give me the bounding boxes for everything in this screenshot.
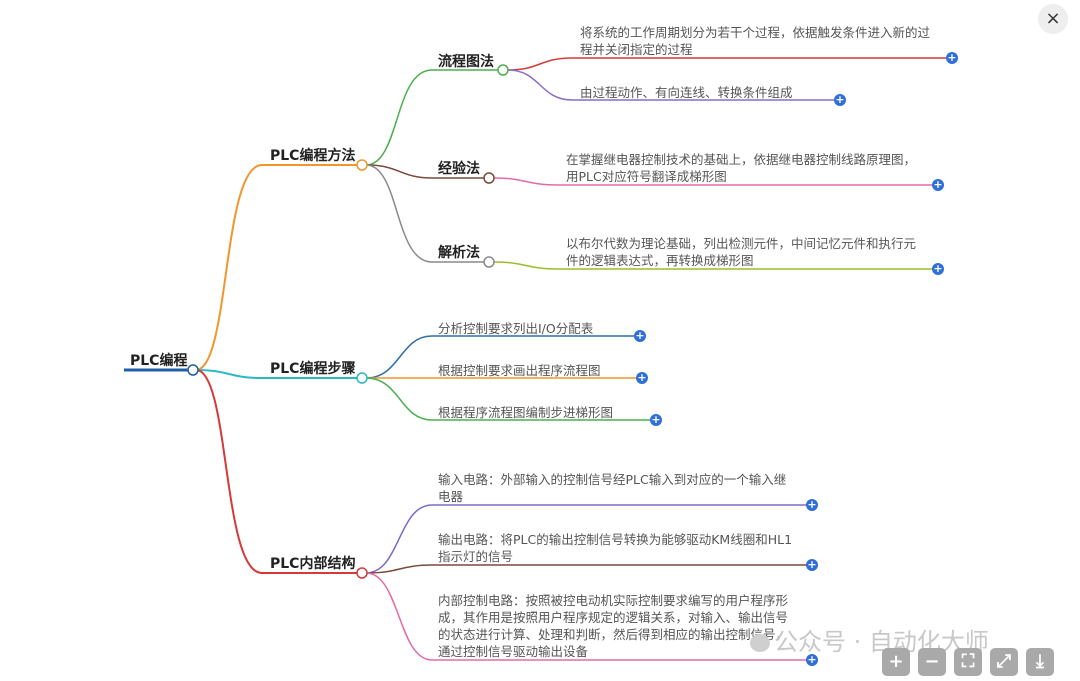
leaf-flowchart-desc: 将系统的工作周期划分为若干个过程，依据触发条件进入新的过程并关闭指定的过程 [580,25,931,57]
edge-methods-flowchart [365,69,502,166]
leaf-structure-input: 输入电路：外部输入的控制信号经PLC输入到对应的一个输入继电器 [438,472,787,504]
joint-structure [356,567,368,579]
close-icon: × [1045,8,1061,29]
edge-experience-leaf1 [493,177,934,186]
expand-analytic-leaf-button[interactable]: + [932,262,944,275]
joint-flowchart [497,64,509,76]
expand-structure-output-button[interactable]: + [806,558,818,571]
watermark-text: 公众号 · 自动化大师 [774,628,989,656]
zoom-toolbar: + − ⛶ ⤢ ⤓ [882,648,1054,678]
edge-analytic-leaf1 [493,261,934,270]
edge-structure-leaf1 [365,504,808,574]
zoom-in-button[interactable]: + [882,648,910,676]
node-flowchart-method[interactable]: 流程图法 [438,54,494,70]
edge-steps-leaf1 [365,335,636,379]
fullscreen-button[interactable]: ⤢ [990,648,1018,676]
leaf-structure-output: 输出电路：将PLC的输出控制信号转换为能够驱动KM线圈和HL1指示灯的信号 [438,532,793,564]
edge-root-structure [195,369,360,574]
download-icon: ⤓ [1036,651,1044,672]
branch-plc-methods[interactable]: PLC编程方法 [270,148,356,164]
plus-icon: + [888,651,904,672]
joint-experience [483,172,495,184]
edge-flowchart-leaf2 [507,69,834,101]
edge-root-methods [195,164,360,371]
leaf-step-flowchart: 根据控制要求画出程序流程图 [438,363,601,378]
node-experience-method[interactable]: 经验法 [438,161,480,177]
expand-step-flowchart-button[interactable]: + [636,371,648,384]
wechat-logo-icon [750,634,770,652]
edge-structure-leaf2 [365,564,808,574]
edge-methods-experience [365,164,488,179]
expand-flowchart-leaf1-button[interactable]: + [946,51,958,64]
close-button[interactable]: × [1038,4,1068,34]
fit-view-button[interactable]: ⛶ [954,648,982,676]
leaf-step-io: 分析控制要求列出I/O分配表 [438,321,594,336]
root-node[interactable]: PLC编程 [130,353,188,369]
edge-root-steps [195,369,360,379]
expand-experience-leaf-button[interactable]: + [932,178,944,191]
expand-structure-internal-button[interactable]: + [806,653,818,666]
edge-structure-leaf3 [365,572,808,661]
node-analytic-method[interactable]: 解析法 [438,245,480,261]
leaf-flowchart-composition: 由过程动作、有向连线、转换条件组成 [580,85,793,100]
leaf-experience-desc: 在掌握继电器控制技术的基础上，依据继电器控制线路原理图，用PLC对应符号翻译成梯… [566,152,917,184]
download-button[interactable]: ⤓ [1026,648,1054,676]
edge-methods-analytic [365,164,488,263]
fit-screen-icon: ⛶ [961,651,975,672]
expand-flowchart-leaf2-button[interactable]: + [834,93,846,106]
branch-plc-structure[interactable]: PLC内部结构 [270,556,356,572]
joint-methods [356,159,368,171]
joint-analytic [483,256,495,268]
watermark: 公众号 · 自动化大师 [750,622,989,657]
expand-step-ladder-button[interactable]: + [650,413,662,426]
expand-step-io-button[interactable]: + [634,329,646,342]
leaf-step-ladder: 根据程序流程图编制步进梯形图 [438,405,614,420]
zoom-out-button[interactable]: − [918,648,946,676]
expand-structure-input-button[interactable]: + [806,498,818,511]
leaf-analytic-desc: 以布尔代数为理论基础，列出检测元件，中间记忆元件和执行元件的逻辑表达式，再转换成… [566,236,917,268]
leaf-structure-internal: 内部控制电路：按照被控电动机实际控制要求编写的用户程序形成，其作用是按照用户程序… [438,593,789,659]
edge-flowchart-leaf1 [507,57,946,71]
branch-plc-steps[interactable]: PLC编程步骤 [270,361,356,377]
minus-icon: − [924,651,940,672]
joint-root [187,364,199,376]
expand-icon: ⤢ [996,651,1012,672]
edge-steps-leaf3 [365,377,652,421]
joint-steps [356,372,368,384]
